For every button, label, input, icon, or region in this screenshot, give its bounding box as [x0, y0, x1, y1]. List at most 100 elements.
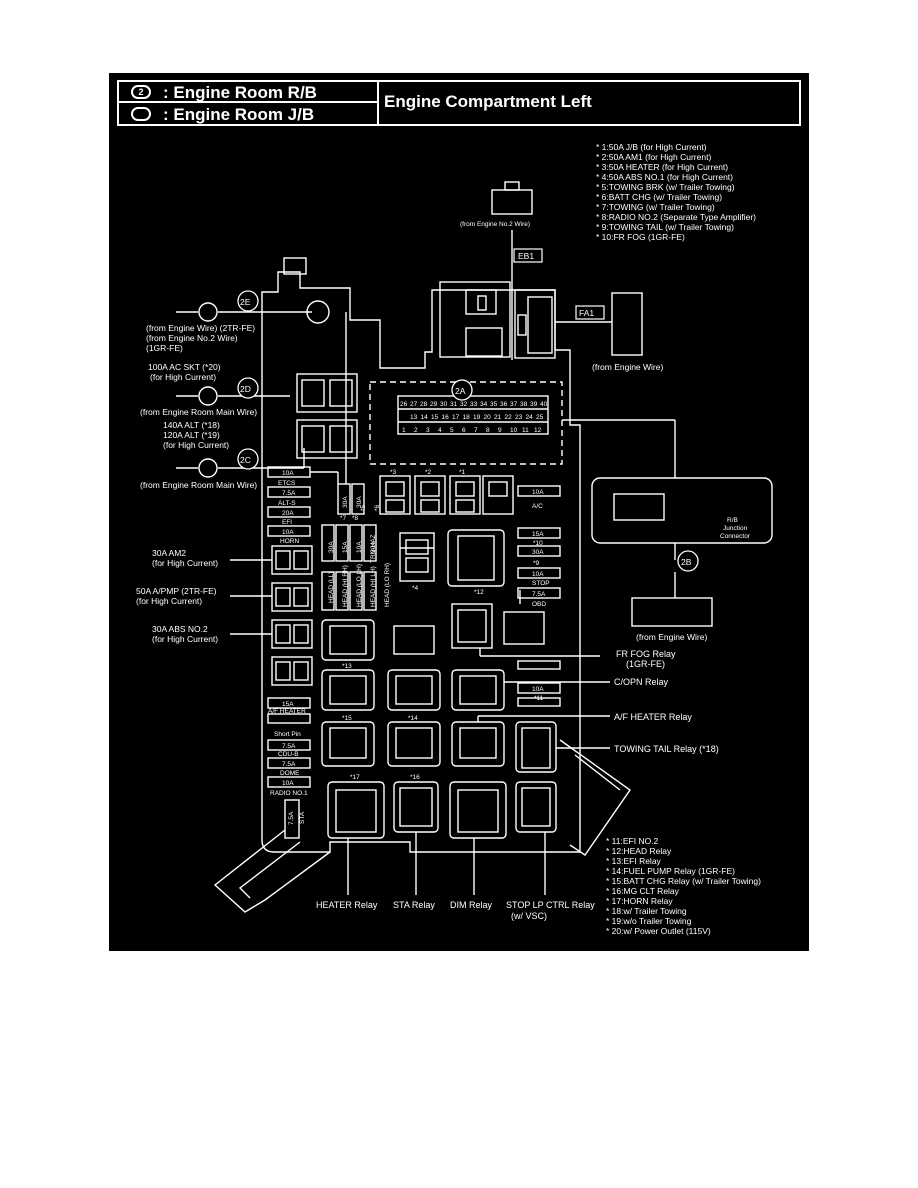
legend-jb-row: : Engine Room J/B [119, 104, 377, 125]
connector-2a-label: 2A [455, 386, 466, 396]
fuse-head-hi-lh: HEAD (HI LH) [370, 566, 377, 607]
label-2d-top-2: (for High Current) [150, 372, 216, 382]
pin-2a-32: 32 [460, 401, 468, 408]
pin-2a-39: 39 [530, 401, 538, 408]
relay-star16-label: *16 [410, 774, 420, 781]
left-leg-inner [238, 841, 301, 899]
note-top-5: * 5:TOWING BRK (w/ Trailer Towing) [596, 182, 735, 192]
fuse-etcs-label: ETCS [278, 480, 296, 487]
fuse-2c-housing [296, 419, 358, 459]
pin-2a-17: 17 [452, 414, 460, 421]
fr-fog-relay-label-1: FR FOG Relay [616, 649, 676, 659]
note-bottom-10: * 20:w/ Power Outlet (115V) [606, 926, 711, 936]
towing-tail-relay-label: TOWING TAIL Relay (*18) [614, 744, 719, 754]
pin-2a-26: 26 [400, 401, 408, 408]
note-bottom-1: * 11:EFI NO.2 [606, 836, 659, 846]
fuse-star6-label: *6 [374, 504, 381, 511]
fuse-30a-star5-value: 30A [342, 496, 349, 508]
pin-2a-12: 12 [534, 427, 542, 434]
label-am2-2: (for High Current) [152, 558, 218, 568]
pin-2a-24: 24 [526, 414, 534, 421]
fuse-10a-stop-value: 10A [532, 571, 544, 578]
am2-fuse [271, 545, 313, 575]
connector-2c-label: 2C [240, 455, 251, 465]
c-opn-relay-label: C/OPN Relay [614, 677, 669, 687]
eb1-socket [465, 327, 503, 357]
fuse-head-lo-rh: HEAD (LO RH) [384, 563, 391, 607]
note-top-4: * 4:50A ABS NO.1 (for High Current) [596, 172, 733, 182]
fuse-star9-label: *9 [533, 560, 540, 567]
label-2d-top-1: 100A AC SKT (*20) [148, 362, 221, 372]
label-2e-line-1: (from Engine Wire) (2TR-FE) [146, 323, 255, 333]
pin-2a-14: 14 [421, 414, 429, 421]
fuse-dome-label: DOME [280, 770, 300, 777]
fuse-75a-cdub-value: 7.5A [282, 743, 296, 750]
pin-2a-37: 37 [510, 401, 518, 408]
note-top-7: * 7:TOWING (w/ Trailer Towing) [596, 202, 715, 212]
pin-2a-35: 35 [490, 401, 498, 408]
connector-2a-badge [451, 379, 473, 401]
fuse-30a-star9-value: 30A [532, 549, 544, 556]
fuse-75a-dome-value: 7.5A [282, 761, 296, 768]
connector-2b-badge [677, 550, 699, 572]
note-bottom-4: * 14:FUEL PUMP Relay (1GR-FE) [606, 866, 735, 876]
top-knob [283, 257, 307, 275]
label-2c-top-3: (for High Current) [163, 440, 229, 450]
pin-2a-22: 22 [505, 414, 513, 421]
note-top-8: * 8:RADIO NO.2 (Separate Type Amplifier) [596, 212, 756, 222]
diagram-title: Engine Compartment Left [384, 92, 592, 111]
pin-2a-9: 9 [498, 427, 502, 434]
fuse-star11-label: *11 [534, 695, 544, 702]
rb-junction-box [591, 477, 773, 544]
label-am2-1: 30A AM2 [152, 548, 186, 558]
note-bottom-2: * 12:HEAD Relay [606, 846, 672, 856]
pin-2a-2: 2 [414, 427, 418, 434]
pin-2a-31: 31 [450, 401, 458, 408]
fuse-star8-label: *8 [352, 515, 359, 522]
fuse-efi-label: EFI [282, 519, 292, 526]
fuse-75a-obd-value: 7.5A [532, 591, 546, 598]
pin-2a-33: 33 [470, 401, 478, 408]
pin-2a-40: 40 [540, 401, 548, 408]
notes-bottom: * 11:EFI NO.2 * 12:HEAD Relay * 13:EFI R… [606, 836, 761, 936]
from-engine-wire-2b-label: (from Engine Wire) [636, 632, 707, 642]
fuse-star4-label: *4 [412, 585, 419, 592]
engine-no2-connector [491, 189, 533, 215]
eb1-badge [513, 248, 543, 263]
connector-2c-badge [237, 448, 259, 470]
note-top-3: * 3:50A HEATER (for High Current) [596, 162, 728, 172]
fuse-star7-label: *7 [340, 515, 347, 522]
fuse-15a-star10-value: 15A [532, 531, 544, 538]
fuse-star3-label: *3 [390, 469, 397, 476]
stop-lp-ctrl-relay-label-1: STOP LP CTRL Relay [506, 900, 595, 910]
pin-2a-18: 18 [463, 414, 471, 421]
fuse-ac-label: A/C [532, 503, 543, 510]
note-bottom-7: * 17:HORN Relay [606, 896, 673, 906]
eb1-housing [439, 281, 511, 358]
fuse-15a-star8-value: 15A [342, 541, 349, 553]
label-2c-top-2: 120A ALT (*19) [163, 430, 220, 440]
fa1-badge [575, 305, 605, 320]
fuse-75a-alts-value: 7.5A [282, 490, 296, 497]
note-top-6: * 6:BATT CHG (w/ Trailer Towing) [596, 192, 722, 202]
fa1-latch [517, 314, 527, 336]
label-apmp-1: 50A A/PMP (2TR-FE) [136, 586, 217, 596]
note-bottom-3: * 13:EFI Relay [606, 856, 662, 866]
fa1-label: FA1 [579, 308, 594, 318]
right-leg [559, 739, 631, 856]
relay-star13-label: *13 [342, 663, 352, 670]
fuse-star12-label: *12 [474, 589, 484, 596]
af-heater-relay-label: A/F HEATER Relay [614, 712, 692, 722]
note-top-10: * 10:FR FOG (1GR-FE) [596, 232, 685, 242]
pin-2a-11: 11 [522, 427, 529, 434]
abs2-fuse [271, 619, 313, 649]
eb1-inner-2 [477, 295, 487, 311]
pin-2a-28: 28 [420, 401, 428, 408]
fuse-cdub-label: CDU-B [278, 751, 299, 758]
fuse-sta-label: STA [299, 811, 306, 824]
fuse-shortpin-label: Short Pin [274, 731, 301, 738]
note-bottom-5: * 15:BATT CHG Relay (w/ Trailer Towing) [606, 876, 761, 886]
pin-2a-5: 5 [450, 427, 454, 434]
